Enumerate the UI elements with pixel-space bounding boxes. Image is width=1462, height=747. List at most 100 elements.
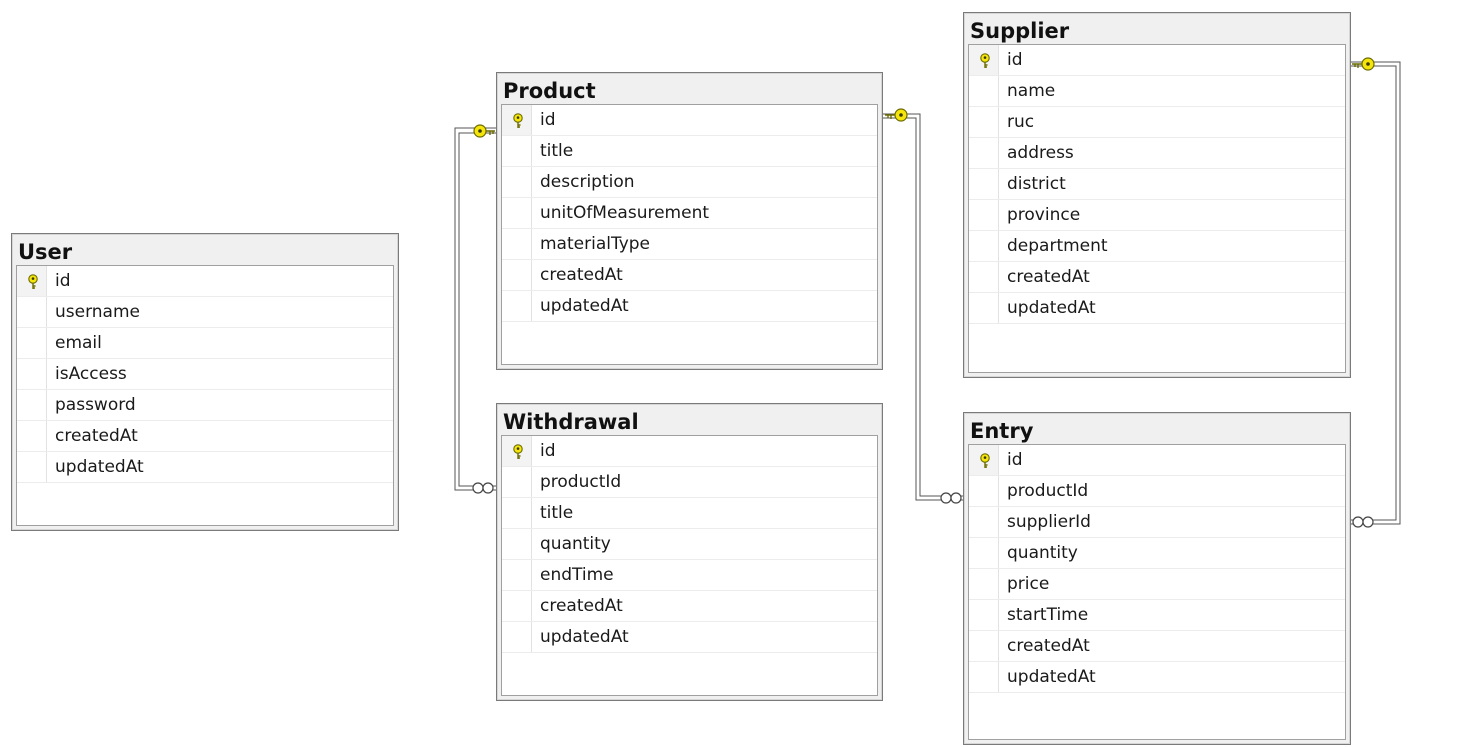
column-name: department	[1007, 236, 1108, 256]
column-row[interactable]: address	[969, 138, 1345, 169]
row-selector	[969, 662, 999, 692]
column-row[interactable]: id	[502, 436, 877, 467]
column-row[interactable]: createdAt	[502, 260, 877, 291]
column-row[interactable]: updatedAt	[17, 452, 393, 483]
column-name: createdAt	[540, 265, 623, 285]
row-selector	[969, 107, 999, 137]
column-name: address	[1007, 143, 1074, 163]
column-name: title	[540, 141, 574, 161]
column-name: createdAt	[55, 426, 138, 446]
column-row[interactable]: id	[502, 105, 877, 136]
column-name: id	[1007, 450, 1023, 470]
column-name: title	[540, 503, 574, 523]
column-name: createdAt	[1007, 636, 1090, 656]
row-selector	[502, 436, 532, 466]
column-name: price	[1007, 574, 1050, 594]
column-name: startTime	[1007, 605, 1089, 625]
column-row[interactable]: productId	[969, 476, 1345, 507]
row-selector	[17, 297, 47, 327]
column-name: updatedAt	[1007, 667, 1096, 687]
column-row[interactable]: createdAt	[969, 262, 1345, 293]
column-row[interactable]: username	[17, 297, 393, 328]
row-selector	[502, 167, 532, 197]
column-row[interactable]: name	[969, 76, 1345, 107]
relationship-product-withdrawal[interactable]	[454, 127, 496, 491]
column-name: productId	[540, 472, 622, 492]
column-name: id	[540, 110, 556, 130]
column-name: updatedAt	[55, 457, 144, 477]
column-row[interactable]: productId	[502, 467, 877, 498]
column-row[interactable]: startTime	[969, 600, 1345, 631]
row-selector	[502, 229, 532, 259]
relationship-supplier-entry[interactable]	[1350, 61, 1401, 525]
relationship-many-end-infinity-icon	[1352, 516, 1374, 528]
table-title: User	[18, 240, 73, 264]
column-row[interactable]: createdAt	[17, 421, 393, 452]
row-selector	[502, 529, 532, 559]
column-list: id productId supplierId quantity price startT…	[968, 444, 1346, 740]
column-row[interactable]: id	[969, 445, 1345, 476]
column-name: productId	[1007, 481, 1089, 501]
column-row[interactable]: province	[969, 200, 1345, 231]
column-name: materialType	[540, 234, 651, 254]
row-selector	[502, 105, 532, 135]
column-row[interactable]: updatedAt	[502, 622, 877, 653]
column-row[interactable]: id	[969, 45, 1345, 76]
row-selector	[17, 328, 47, 358]
column-name: district	[1007, 174, 1066, 194]
row-selector	[969, 169, 999, 199]
column-row[interactable]: district	[969, 169, 1345, 200]
relationship-one-end-key-icon	[473, 124, 495, 138]
column-row[interactable]: password	[17, 390, 393, 421]
row-selector	[17, 359, 47, 389]
row-selector	[17, 266, 47, 296]
row-selector	[502, 560, 532, 590]
column-name: isAccess	[55, 364, 127, 384]
column-row[interactable]: title	[502, 136, 877, 167]
column-row[interactable]: supplierId	[969, 507, 1345, 538]
row-selector	[969, 200, 999, 230]
column-name: province	[1007, 205, 1081, 225]
row-selector	[969, 445, 999, 475]
column-row[interactable]: isAccess	[17, 359, 393, 390]
row-selector	[17, 421, 47, 451]
column-row[interactable]: updatedAt	[969, 293, 1345, 324]
column-row[interactable]: updatedAt	[969, 662, 1345, 693]
column-row[interactable]: updatedAt	[502, 291, 877, 322]
relationship-many-end-infinity-icon	[472, 482, 494, 494]
row-selector	[969, 538, 999, 568]
row-selector	[502, 136, 532, 166]
column-row[interactable]: email	[17, 328, 393, 359]
column-name: ruc	[1007, 112, 1035, 132]
column-row[interactable]: description	[502, 167, 877, 198]
column-row[interactable]: title	[502, 498, 877, 529]
row-selector	[502, 467, 532, 497]
row-selector	[969, 631, 999, 661]
row-selector	[969, 76, 999, 106]
column-row[interactable]: unitOfMeasurement	[502, 198, 877, 229]
column-row[interactable]: id	[17, 266, 393, 297]
column-row[interactable]: ruc	[969, 107, 1345, 138]
column-row[interactable]: quantity	[969, 538, 1345, 569]
column-row[interactable]: createdAt	[969, 631, 1345, 662]
row-selector	[969, 476, 999, 506]
column-name: quantity	[1007, 543, 1078, 563]
column-name: id	[540, 441, 556, 461]
column-row[interactable]: createdAt	[502, 591, 877, 622]
row-selector	[969, 138, 999, 168]
relationship-one-end-key-icon	[885, 108, 908, 122]
column-row[interactable]: endTime	[502, 560, 877, 591]
column-row[interactable]: quantity	[502, 529, 877, 560]
relationship-product-entry[interactable]	[882, 113, 963, 501]
column-row[interactable]: materialType	[502, 229, 877, 260]
column-row[interactable]: department	[969, 231, 1345, 262]
column-row[interactable]: price	[969, 569, 1345, 600]
row-selector	[17, 390, 47, 420]
row-selector	[969, 507, 999, 537]
